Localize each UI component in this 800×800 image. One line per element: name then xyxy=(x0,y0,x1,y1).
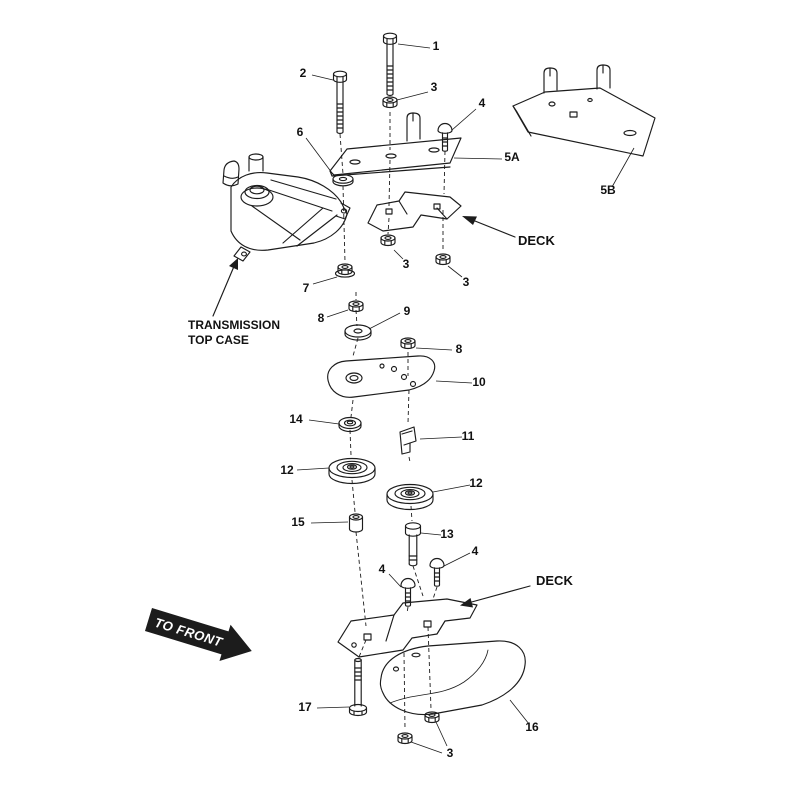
callout-13: 13 xyxy=(440,527,454,541)
callout-8b: 8 xyxy=(456,342,463,356)
text-annotations: DECK DECK TRANSMISSION TOP CASE xyxy=(188,233,573,588)
callout-8a: 8 xyxy=(318,311,325,325)
callout-3d: 3 xyxy=(447,746,454,760)
callout-17: 17 xyxy=(298,700,312,714)
belt-cover-16 xyxy=(379,640,526,716)
flange-nut-7 xyxy=(334,263,356,278)
spacer-15 xyxy=(348,513,364,533)
callout-12b: 12 xyxy=(469,476,483,490)
callout-6: 6 xyxy=(297,125,304,139)
callout-3b: 3 xyxy=(403,257,410,271)
bracket-5b xyxy=(512,64,656,157)
washer-14 xyxy=(338,416,362,433)
flange-bolt-17 xyxy=(348,657,368,717)
callout-4b: 4 xyxy=(472,544,479,558)
idler-plate-10 xyxy=(327,355,436,398)
transmission-arrow xyxy=(212,258,238,317)
callout-5a: 5A xyxy=(504,150,520,164)
callout-leader-lines xyxy=(296,43,635,754)
transmission-label-line1: TRANSMISSION xyxy=(188,318,280,332)
callout-2: 2 xyxy=(300,66,307,80)
callout-12a: 12 xyxy=(280,463,294,477)
callout-9: 9 xyxy=(404,304,411,318)
callout-10: 10 xyxy=(472,375,486,389)
callout-4a: 4 xyxy=(479,96,486,110)
deck-label-lower: DECK xyxy=(536,573,573,588)
deck-label-upper: DECK xyxy=(518,233,555,248)
callout-labels: 1 2 3 4 5A 5B 6 3 3 7 8 9 8 10 14 11 12 … xyxy=(280,39,616,760)
callout-16: 16 xyxy=(525,720,539,734)
flat-washer-9 xyxy=(344,324,372,341)
callout-7: 7 xyxy=(303,281,310,295)
callout-1: 1 xyxy=(433,39,440,53)
belt-guide-clip-11 xyxy=(399,426,417,455)
transmission-label-line2: TOP CASE xyxy=(188,333,249,347)
callout-15: 15 xyxy=(291,515,305,529)
callout-3a: 3 xyxy=(431,80,438,94)
callout-4c: 4 xyxy=(379,562,386,576)
shoulder-bolt-13 xyxy=(404,522,422,567)
callout-14: 14 xyxy=(289,412,303,426)
deck-arrow-lower xyxy=(460,585,531,608)
assembly-center-lines xyxy=(339,112,446,730)
transmission-top-case xyxy=(222,153,351,262)
callout-3c: 3 xyxy=(463,275,470,289)
deck-bracket-lower xyxy=(337,598,478,658)
deck-bracket-upper xyxy=(367,191,462,232)
callout-11: 11 xyxy=(462,429,475,443)
callout-5b: 5B xyxy=(600,183,616,197)
deck-arrow-upper xyxy=(462,216,516,238)
